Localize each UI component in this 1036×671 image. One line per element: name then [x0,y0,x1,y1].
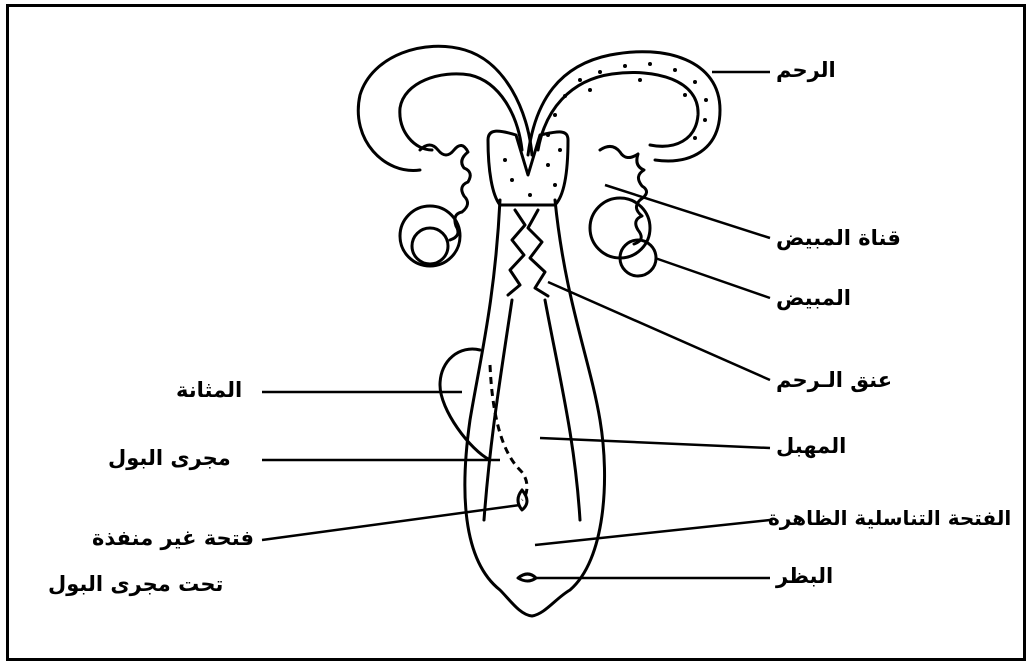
urethra-dashed [490,365,527,500]
label-blind-opening-line2: تحت مجرى البول [48,574,223,595]
leader-oviduct [605,185,770,238]
right-uterine-horn-inner [538,73,698,150]
cervix-zigzag-left [508,210,525,295]
left-oviduct [420,145,470,240]
leader-vagina [540,438,770,448]
uterus-body [488,131,568,205]
left-uterine-horn-inner [400,74,522,150]
label-vulva-opening: الفتحة التناسلية الظاهرة [768,508,1011,528]
leader-vulva-opening [535,520,770,545]
label-ovary: المبيض [776,288,851,309]
label-bladder: المثانة [176,380,242,401]
bladder [440,349,490,460]
label-urethra: مجرى البول [108,448,231,469]
clitoris-mark [518,574,536,581]
label-cervix: عنق الـرحم [776,370,892,391]
right-ovary-outer [590,198,650,258]
label-oviduct: قناة المبيض [776,228,901,249]
cervix-zigzag-right [528,210,548,296]
left-uterine-horn [358,46,532,170]
leader-cervix [548,282,770,380]
vagina-inner-left [484,300,512,520]
label-blind-opening-line1: فتحة غير منفذة [92,528,254,549]
label-vagina: المهبل [776,436,846,457]
label-uterus: الرحم [776,60,836,81]
vagina-inner-right [545,300,580,520]
label-clitoris: البظر [776,566,833,587]
leader-blind-opening [262,505,520,540]
left-ovary-inner [412,228,448,264]
left-ovary-outer [400,206,460,266]
leader-ovary [655,258,770,298]
